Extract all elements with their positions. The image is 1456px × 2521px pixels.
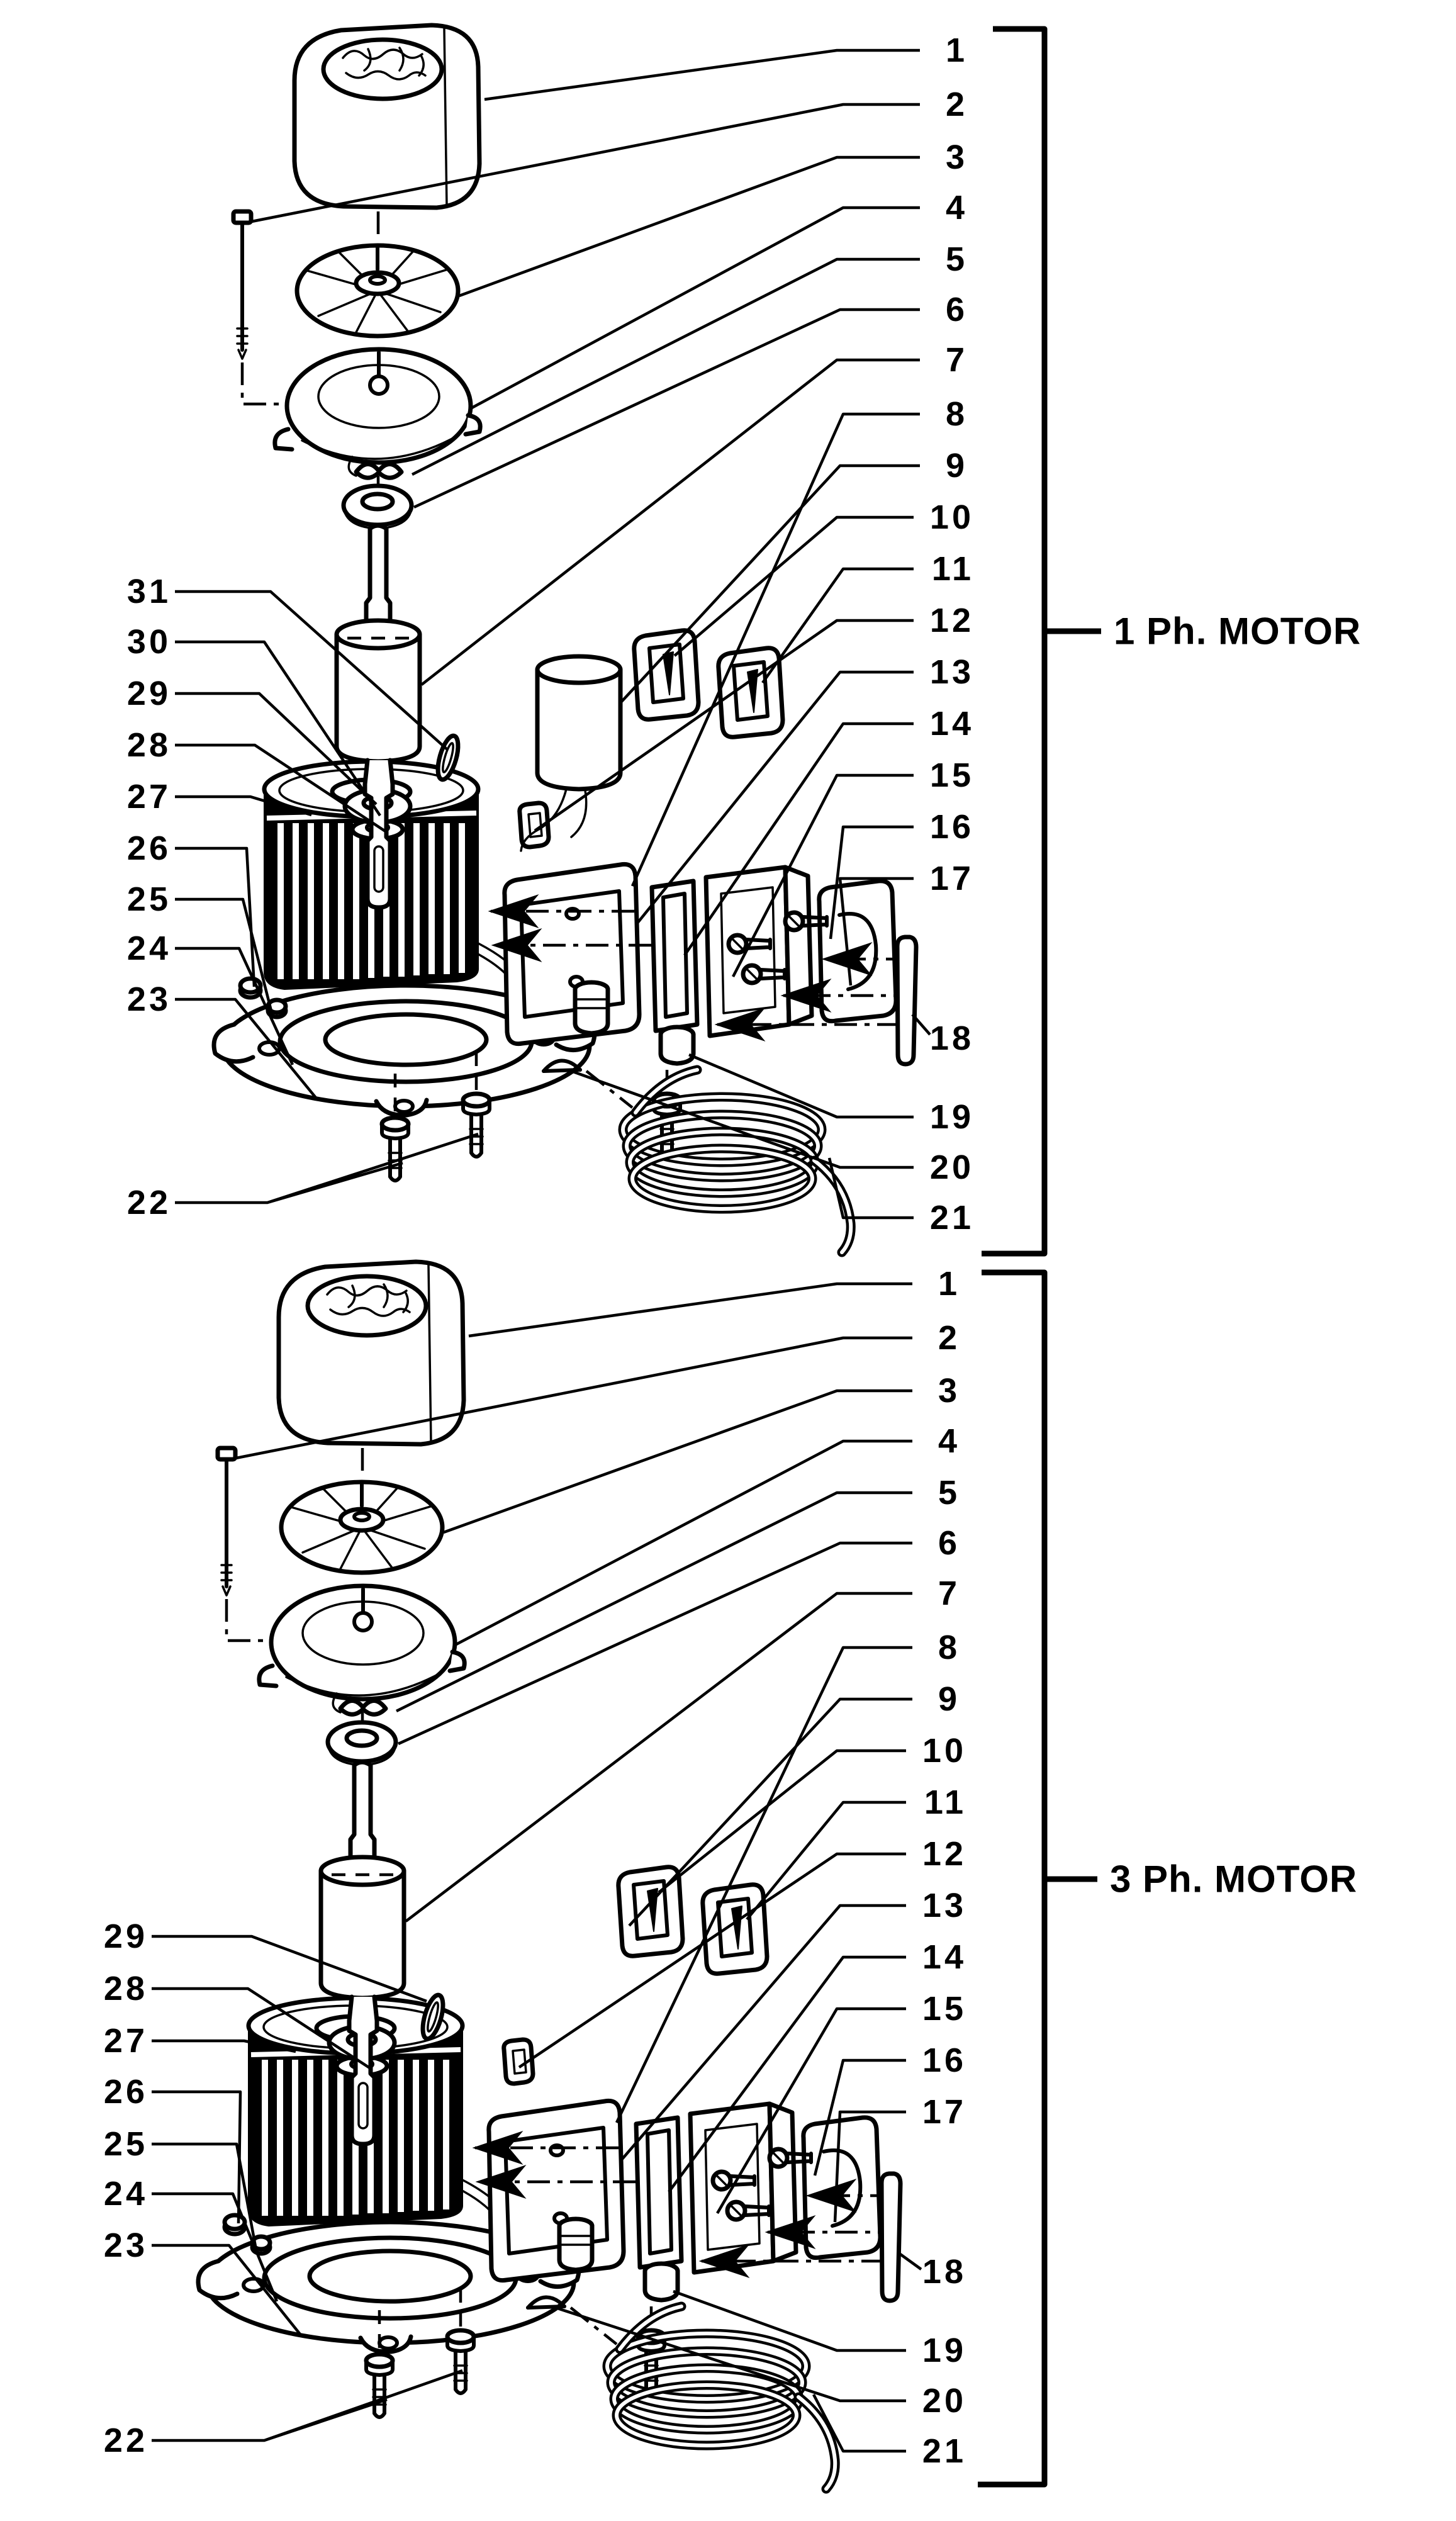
callout-1ph-r4: 4 (946, 189, 968, 227)
callout-3ph-r6: 6 (938, 1524, 960, 1562)
callout-3ph-r2: 2 (938, 1319, 960, 1357)
callout-3ph-r5: 5 (938, 1474, 960, 1512)
leaders-3ph-right (235, 1282, 922, 2453)
callout-3ph-r18: 18 (922, 2253, 966, 2291)
callout-3ph-r9: 9 (938, 1680, 960, 1718)
callout-3ph-r20: 20 (922, 2382, 966, 2420)
bracket-3ph (978, 1269, 1048, 2488)
callout-3ph-r12: 12 (922, 1835, 966, 1873)
callout-1ph-r7: 7 (946, 341, 968, 379)
callout-1ph-r12: 12 (930, 602, 974, 639)
callout-3ph-r14: 14 (922, 1938, 966, 1976)
motor-1ph: 1 2 3 4 5 6 7 8 9 10 11 12 13 14 15 16 1… (127, 25, 1361, 1257)
callout-1ph-r21: 21 (930, 1199, 974, 1237)
callout-1ph-l25: 25 (127, 880, 171, 918)
callout-1ph-r20: 20 (930, 1148, 974, 1186)
callout-3ph-r21: 21 (922, 2432, 966, 2470)
callout-3ph-l26: 26 (104, 2073, 148, 2111)
callout-3ph-r17: 17 (922, 2093, 966, 2131)
woodruff-key (435, 733, 461, 782)
callout-1ph-r10: 10 (930, 498, 974, 536)
callout-3ph-r10: 10 (922, 1732, 966, 1770)
callout-3ph-r4: 4 (938, 1422, 960, 1460)
motor-3ph: 1 2 3 4 5 6 7 8 9 10 11 12 13 14 15 16 1… (104, 1262, 1357, 2489)
callout-1ph-l23: 23 (127, 980, 171, 1018)
label-1ph-motor: 1 Ph. MOTOR (1114, 610, 1361, 653)
leaders-1ph-left (175, 590, 479, 1204)
callout-1ph-l30: 30 (127, 623, 171, 661)
leaders-3ph-left (152, 1934, 463, 2442)
callout-1ph-l28: 28 (127, 726, 171, 764)
callout-1ph-r5: 5 (946, 240, 968, 278)
callout-1ph-r14: 14 (930, 705, 974, 743)
callout-1ph-l22: 22 (127, 1184, 171, 1221)
label-3ph-motor: 3 Ph. MOTOR (1110, 1858, 1357, 1901)
callout-1ph-l29: 29 (127, 675, 171, 712)
callout-1ph-r15: 15 (930, 756, 974, 794)
callout-3ph-r11: 11 (924, 1783, 966, 1821)
callout-1ph-r3: 3 (946, 138, 968, 176)
callout-3ph-l25: 25 (104, 2125, 148, 2163)
callout-1ph-r8: 8 (946, 395, 968, 433)
callout-3ph-r15: 15 (922, 1990, 966, 2028)
callout-3ph-l29: 29 (104, 1917, 148, 1955)
callout-3ph-l24: 24 (104, 2175, 148, 2213)
callout-1ph-r17: 17 (930, 860, 974, 897)
callout-3ph-r8: 8 (938, 1629, 960, 1666)
callout-3ph-l23: 23 (104, 2226, 148, 2264)
callout-3ph-l27: 27 (104, 2022, 148, 2060)
callout-1ph-r9: 9 (946, 447, 968, 485)
callout-1ph-l24: 24 (127, 929, 171, 967)
callout-1ph-r16: 16 (930, 808, 974, 846)
leaders-1ph-right (251, 48, 931, 1220)
callout-3ph-r1: 1 (938, 1265, 960, 1303)
callout-1ph-l27: 27 (127, 778, 171, 816)
capacitor (520, 654, 623, 852)
woodruff-key-3ph (420, 1992, 445, 2041)
callout-1ph-r13: 13 (930, 653, 974, 691)
callout-1ph-r1: 1 (946, 31, 968, 69)
callout-1ph-r2: 2 (946, 86, 968, 123)
callout-1ph-l26: 26 (127, 829, 171, 867)
bracket-1ph (982, 26, 1048, 1257)
callout-3ph-r3: 3 (938, 1372, 960, 1410)
callout-1ph-r11: 11 (932, 550, 974, 588)
callout-3ph-r7: 7 (938, 1575, 960, 1612)
callout-1ph-r18: 18 (930, 1019, 974, 1057)
callout-1ph-r19: 19 (930, 1098, 974, 1136)
callout-3ph-r16: 16 (922, 2041, 966, 2079)
callout-1ph-r6: 6 (946, 291, 968, 328)
callout-3ph-r13: 13 (922, 1887, 966, 1924)
callout-3ph-l28: 28 (104, 1970, 148, 2007)
callout-3ph-l22: 22 (104, 2422, 148, 2459)
callout-1ph-l31: 31 (127, 573, 171, 610)
callout-3ph-r19: 19 (922, 2332, 966, 2369)
